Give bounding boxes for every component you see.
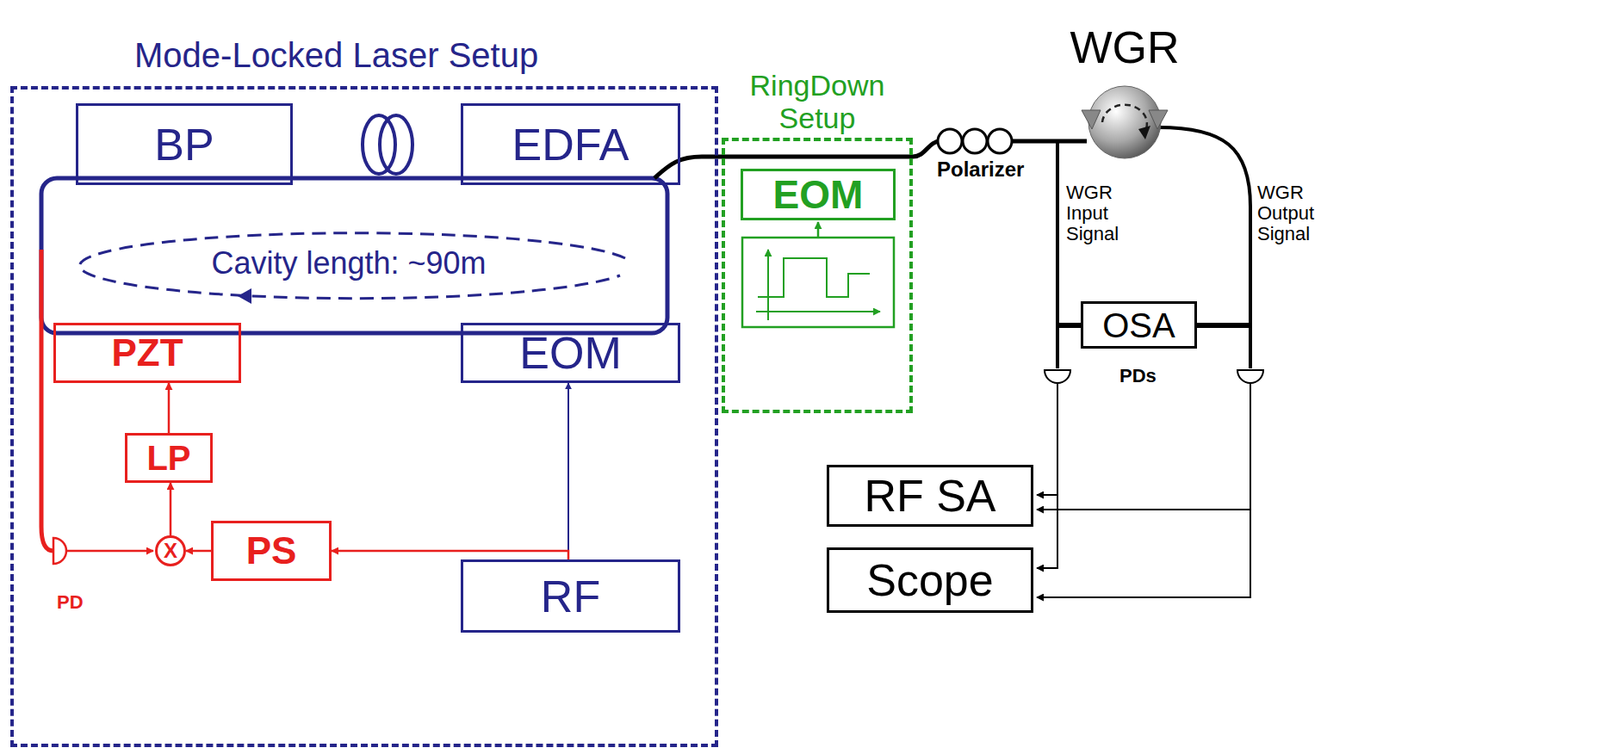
spectrum-analyzer-box: RF SA (826, 465, 1034, 528)
node-label: RF SA (863, 473, 996, 519)
pulse-generator-box (742, 237, 894, 328)
node-label: OSA (1102, 308, 1175, 343)
node-label: LP (146, 440, 191, 476)
node-label: EOM (519, 330, 621, 376)
cavity-fiber-loop (41, 178, 668, 334)
node-label: X (163, 540, 178, 562)
polarizer-paddles (937, 129, 1012, 154)
photodiode-symbol (1044, 370, 1071, 384)
node-label: PS (246, 532, 298, 571)
bandpass-filter-box: BP (75, 103, 293, 186)
cavity-ellipse: Cavity length: ~90m (68, 227, 629, 300)
fiber-coil (362, 115, 413, 174)
photodiode-symbol (53, 538, 67, 565)
osa-tap (1057, 322, 1083, 329)
group-heading: WGR (1069, 23, 1179, 73)
node-label: PZT (111, 334, 183, 373)
lowpass-box: LP (124, 433, 213, 484)
osa-tap (1195, 322, 1251, 329)
photodiode-symbol (1237, 370, 1264, 384)
signal-connector (186, 550, 211, 553)
node-label: Scope (866, 558, 993, 603)
sphere-drawing (1086, 84, 1163, 161)
node-label: EDFA (512, 122, 630, 168)
eom-box: EOM (740, 168, 896, 221)
signal-connector (331, 551, 569, 560)
detector-label: PD (56, 592, 84, 614)
pulse-drive-arrow (817, 222, 820, 238)
detector-wires (1036, 383, 1251, 598)
square-wave-icon (756, 249, 881, 321)
pd-tap-fiber (41, 249, 54, 552)
edfa-box: EDFA (460, 103, 681, 186)
signal-connector (567, 383, 570, 560)
laser-setup-group: Mode-Locked Laser SetupBPEDFACavity leng… (10, 86, 719, 748)
group-heading: Mode-Locked Laser Setup (134, 36, 539, 75)
group-heading: RingDown Setup (731, 69, 904, 135)
detector-label: PDs (1119, 365, 1157, 387)
node-label: RF (540, 574, 601, 620)
phase-shifter-box: PS (210, 520, 332, 582)
pzt-box: PZT (53, 322, 242, 384)
node-label: BP (154, 122, 214, 168)
resonator-sphere: WGR (1086, 84, 1163, 161)
node-label: EOM (773, 174, 864, 215)
signal-label: WGR Input Signal (1066, 182, 1153, 246)
rf-source-box: RF (460, 559, 681, 633)
pd-signal-wire (66, 550, 154, 553)
oscilloscope-box: Scope (826, 547, 1034, 614)
signal-connector (169, 483, 173, 536)
polarizer-label: Polarizer (936, 158, 1024, 181)
mixer-circle: X (155, 535, 187, 567)
ringdown-group: RingDown SetupEOM (721, 137, 913, 414)
eom-box: EOM (460, 322, 681, 384)
node-label: Cavity length: ~90m (210, 248, 486, 280)
osa-box: OSA (1080, 301, 1197, 349)
signal-label: WGR Output Signal (1257, 182, 1344, 246)
wgr-input-fiber (1055, 141, 1060, 369)
signal-connector (167, 383, 171, 434)
